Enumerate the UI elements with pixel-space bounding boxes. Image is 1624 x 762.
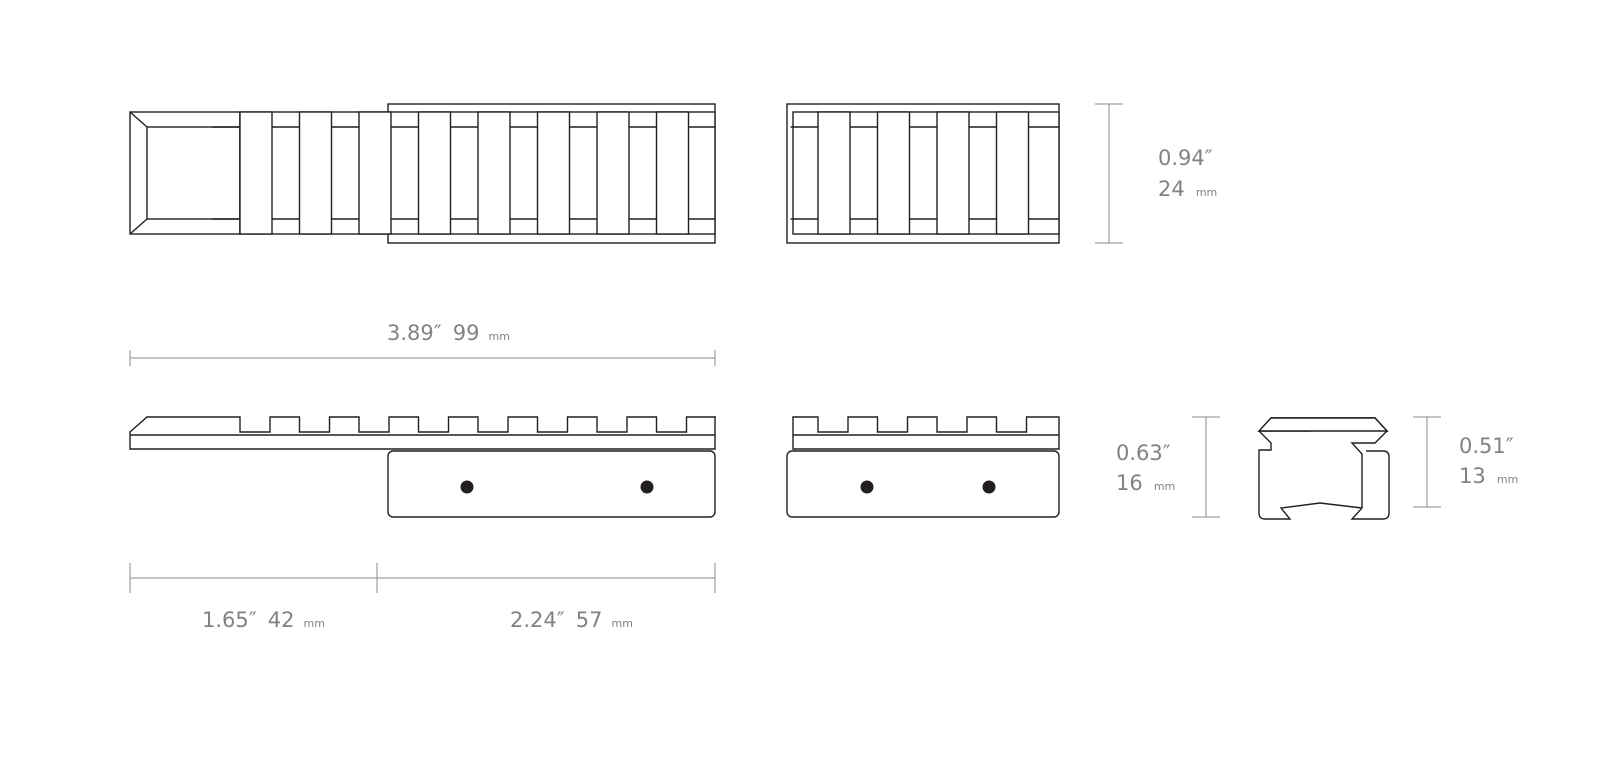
front-length-mm-value: 42: [268, 608, 295, 632]
front-length-label: 1.65″ 42 mm: [202, 608, 325, 632]
profile-height-mm-label: 13 mm: [1459, 464, 1518, 488]
short-side-mounting-hole: [982, 480, 996, 494]
base-length-inches: 2.24″: [510, 608, 565, 632]
top-view-long-rail: [129, 103, 716, 244]
base-length-label: 2.24″ 57 mm: [510, 608, 633, 632]
rail-slot: [995, 111, 1030, 235]
rail-slot: [417, 111, 452, 235]
short-side-base-block: [786, 450, 1060, 518]
side-view-base-block: [387, 450, 716, 518]
rail-slot: [239, 111, 273, 235]
side-view-rail-profile: [129, 416, 716, 450]
short-side-rail-profile: [792, 416, 1060, 450]
rail-width-mm-label: 24 mm: [1158, 177, 1217, 201]
rail-slot: [876, 111, 911, 235]
segment-length-dimension-line: [129, 563, 716, 593]
rail-width-dimension-line: [1095, 103, 1123, 244]
rail-width-mm-value: 24: [1158, 177, 1185, 201]
rail-width-inches-label: 0.94″: [1158, 146, 1213, 170]
rail-slot: [936, 111, 970, 235]
side-height-dimension-line: [1192, 416, 1220, 518]
rail-slot: [358, 111, 392, 235]
dimension-lines: [129, 103, 1441, 593]
rail-slot: [477, 111, 511, 235]
rail-slot: [817, 111, 851, 235]
profile-height-mm-value: 13: [1459, 464, 1486, 488]
short-side-mounting-hole: [860, 480, 874, 494]
rail-slot: [655, 111, 690, 235]
end-profile-section: [1258, 417, 1390, 520]
base-length-mm-unit: mm: [612, 617, 633, 630]
rail-slot: [536, 111, 571, 235]
rail-slot: [298, 111, 333, 235]
front-length-mm-unit: mm: [304, 617, 325, 630]
side-view-short-rail: [786, 416, 1060, 518]
top-view-short-rail: [786, 103, 1060, 244]
top-view-front-section: [129, 111, 241, 235]
overall-length-mm-unit: mm: [489, 330, 510, 343]
top-view-rail-slots: [212, 111, 715, 235]
rail-width-mm-unit: mm: [1196, 186, 1217, 199]
overall-length-mm-value: 99: [453, 321, 480, 345]
side-view-mounting-hole: [640, 480, 654, 494]
base-length-mm-value: 57: [576, 608, 603, 632]
side-view-mounting-hole: [460, 480, 474, 494]
side-view-long-rail: [129, 416, 716, 518]
short-top-view-rail-slots: [790, 111, 1059, 235]
end-profile-view: [1257, 417, 1390, 520]
front-length-inches: 1.65″: [202, 608, 257, 632]
side-height-mm-label: 16 mm: [1116, 471, 1175, 495]
profile-height-dimension-line: [1413, 416, 1441, 508]
side-height-inches-label: 0.63″: [1116, 441, 1171, 465]
overall-length-inches: 3.89″: [387, 321, 442, 345]
side-height-mm-value: 16: [1116, 471, 1143, 495]
profile-height-mm-unit: mm: [1497, 473, 1518, 486]
rail-slot: [596, 111, 630, 235]
side-height-mm-unit: mm: [1154, 480, 1175, 493]
overall-length-label: 3.89″ 99 mm: [387, 321, 510, 345]
overall-length-dimension-line: [129, 350, 716, 366]
end-profile-top-cap: [1257, 417, 1389, 432]
profile-height-inches-label: 0.51″: [1459, 434, 1514, 458]
